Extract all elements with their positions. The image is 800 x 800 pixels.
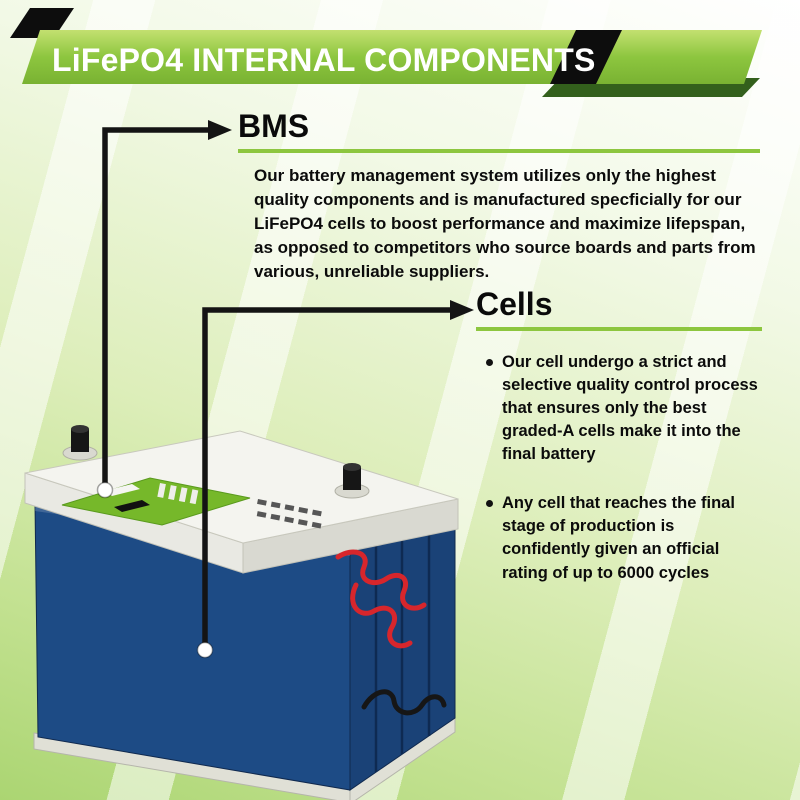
bms-section: BMS Our battery management system utiliz… bbox=[238, 108, 760, 284]
cells-bullet-text: Any cell that reaches the final stage of… bbox=[502, 494, 735, 582]
cells-section: Cells Our cell undergo a strict and sele… bbox=[476, 286, 762, 611]
page-title: LiFePO4 INTERNAL COMPONENTS bbox=[52, 42, 596, 78]
cells-bullet-item: Our cell undergo a strict and selective … bbox=[486, 351, 762, 466]
bms-title: BMS bbox=[238, 108, 310, 144]
bullet-dot bbox=[486, 358, 493, 366]
cells-bullet-text: Our cell undergo a strict and selective … bbox=[502, 352, 758, 464]
black-wire bbox=[361, 689, 447, 716]
banner-slash bbox=[550, 30, 622, 84]
battery-illustration bbox=[24, 425, 459, 800]
bullet-dot bbox=[486, 500, 493, 508]
bms-display bbox=[104, 484, 140, 496]
cells-underline bbox=[476, 326, 762, 331]
terminal-left bbox=[62, 425, 98, 461]
bms-underline bbox=[238, 148, 760, 153]
cells-title: Cells bbox=[476, 286, 553, 322]
bms-callout-arrow bbox=[208, 120, 232, 140]
cells-bullet-item: Any cell that reaches the final stage of… bbox=[486, 492, 762, 584]
header-banner-graphic bbox=[10, 8, 762, 97]
cells-callout-arrow bbox=[450, 300, 474, 320]
bms-chip bbox=[114, 500, 150, 512]
cells-bullet-list: Our cell undergo a strict and selective … bbox=[486, 351, 762, 585]
bms-description: Our battery management system utilizes o… bbox=[254, 165, 756, 282]
bms-pins bbox=[157, 483, 199, 505]
